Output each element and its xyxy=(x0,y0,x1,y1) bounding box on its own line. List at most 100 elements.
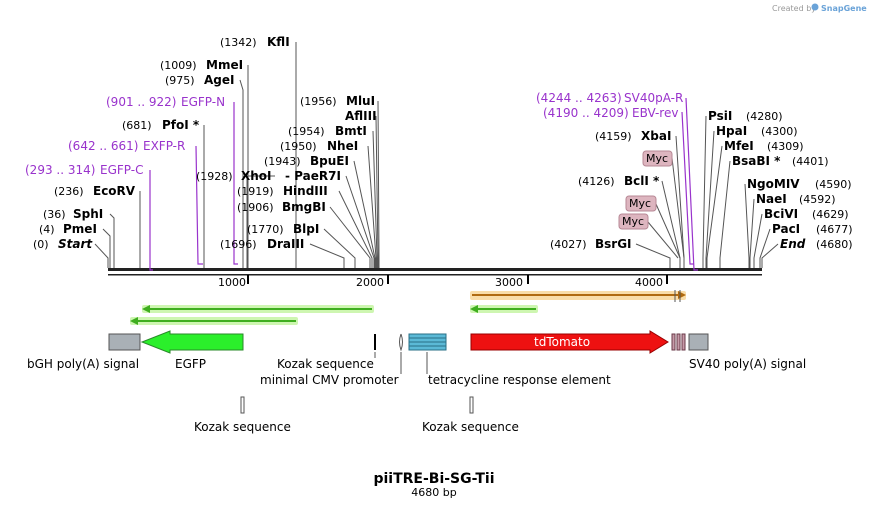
credit-text: Created by xyxy=(772,4,816,13)
ruler-label: 3000 xyxy=(495,276,523,289)
ruler: 1000 2000 3000 4000 xyxy=(218,275,668,289)
site-name: MluI xyxy=(346,94,375,108)
site-name: NgoMIV xyxy=(747,177,800,191)
site-name: HindIII xyxy=(283,184,328,198)
site-position: (1009) xyxy=(160,59,197,72)
plasmid-length: 4680 bp xyxy=(411,486,456,499)
site-position: (681) xyxy=(122,119,152,132)
myc-tag-label: Myc xyxy=(629,197,651,210)
myc-tag-box xyxy=(642,150,673,167)
site-name: PmeI xyxy=(63,222,97,236)
site-position: (1342) xyxy=(220,36,257,49)
site-name: BpuEI xyxy=(310,154,349,168)
egfp-feature-arrow xyxy=(140,330,244,354)
site-name: BlpI xyxy=(293,222,319,236)
plasmid-title: piiTRE-Bi-SG-Tii xyxy=(373,471,494,487)
site-name: NheI xyxy=(327,139,358,153)
feature-label: SV40 poly(A) signal xyxy=(689,357,806,371)
min-cmv-feature xyxy=(399,333,403,352)
site-name: BsrGI xyxy=(595,237,632,251)
site-position: (4) xyxy=(39,223,55,236)
site-name: PfoI * xyxy=(162,118,200,132)
site-position: (1943) xyxy=(264,155,301,168)
credit-brand: SnapGene xyxy=(821,4,867,13)
site-position: (1696) xyxy=(220,238,257,251)
site-name: BclI * xyxy=(624,174,660,188)
site-position: (1928) xyxy=(196,170,233,183)
primer-range: (4244 .. 4263) xyxy=(536,91,622,105)
site-position: (1954) xyxy=(288,125,325,138)
orf-arrows xyxy=(130,290,686,325)
site-position: (236) xyxy=(54,185,84,198)
site-position: (4280) xyxy=(746,110,783,123)
site-name: XhoI xyxy=(241,169,272,183)
primer-name: EGFP-N xyxy=(181,95,225,109)
bgh-polya-feature xyxy=(108,333,141,351)
site-name: EcoRV xyxy=(93,184,136,198)
site-name: NaeI xyxy=(756,192,787,206)
feature-label: Kozak sequence xyxy=(277,357,374,371)
site-name: BmgBI xyxy=(282,200,326,214)
site-position: (1770) xyxy=(247,223,284,236)
primer-name: SV40pA-R xyxy=(624,91,683,105)
site-position: (4300) xyxy=(761,125,798,138)
site-name: Start xyxy=(58,237,93,251)
primer-leaders xyxy=(149,97,698,271)
site-name: PacI xyxy=(772,222,800,236)
ruler-label: 1000 xyxy=(218,276,246,289)
site-position: (1950) xyxy=(280,140,317,153)
site-position: (0) xyxy=(33,238,49,251)
site-name: BsaBI * xyxy=(732,154,781,168)
kozak-lower-feature xyxy=(469,396,474,414)
site-name: AgeI xyxy=(204,73,234,87)
feature-labels: bGH poly(A) signal EGFP Kozak sequence m… xyxy=(27,352,806,387)
kozak-lower-feature xyxy=(240,396,245,414)
orf-arrow-head xyxy=(470,305,478,313)
site-position: (36) xyxy=(43,208,66,221)
tdtomato-feature-arrow xyxy=(470,330,669,354)
site-name: PsiI xyxy=(708,109,732,123)
site-position: (4309) xyxy=(767,140,804,153)
primer-labels: (293 .. 314) EGFP-C (642 .. 661) EXFP-R … xyxy=(25,91,683,177)
primer-range: (901 .. 922) xyxy=(106,95,176,109)
site-position: (4677) xyxy=(816,223,853,236)
site-position: (4027) xyxy=(550,238,587,251)
site-position: (4629) xyxy=(812,208,849,221)
primer-range: (642 .. 661) xyxy=(68,139,138,153)
myc-tag-label: Myc xyxy=(622,215,644,228)
orf-arrow-head xyxy=(142,305,150,313)
site-name: BciVI xyxy=(764,207,798,221)
site-position: (4590) xyxy=(815,178,852,191)
site-labels-right: (4027) BsrGI (4126) BclI * (4159) XbaI P… xyxy=(550,109,853,251)
site-position: (1919) xyxy=(237,185,274,198)
feature-track: tdTomato xyxy=(108,330,709,354)
tdtomato-label: tdTomato xyxy=(534,335,590,349)
site-position: (1956) xyxy=(300,95,337,108)
primer-name: EXFP-R xyxy=(143,139,185,153)
site-position: (4680) xyxy=(816,238,853,251)
primer-range: (293 .. 314) xyxy=(25,163,95,177)
feature-label: bGH poly(A) signal xyxy=(27,357,139,371)
site-name: BmtI xyxy=(335,124,367,138)
site-name: AflIII xyxy=(345,109,377,123)
site-position: (4159) xyxy=(595,130,632,143)
snapgene-logo-icon xyxy=(811,3,819,11)
myc-tag-box xyxy=(625,195,657,212)
site-name: DraIII xyxy=(267,237,304,251)
site-position: (4401) xyxy=(792,155,829,168)
site-leaders-left xyxy=(94,42,380,268)
site-name: HpaI xyxy=(716,124,747,138)
site-name: MfeI xyxy=(724,139,754,153)
ruler-label: 2000 xyxy=(356,276,384,289)
feature-label: EGFP xyxy=(175,357,206,371)
site-name: XbaI xyxy=(641,129,671,143)
site-name: End xyxy=(780,237,806,251)
orf-arrow-head xyxy=(130,317,138,325)
site-name: SphI xyxy=(73,207,103,221)
myc-tag-label: Myc xyxy=(646,152,668,165)
site-position: (4126) xyxy=(578,175,615,188)
site-name: KflI xyxy=(267,35,290,49)
sv40-polya-feature xyxy=(688,333,709,351)
ruler-label: 4000 xyxy=(635,276,663,289)
